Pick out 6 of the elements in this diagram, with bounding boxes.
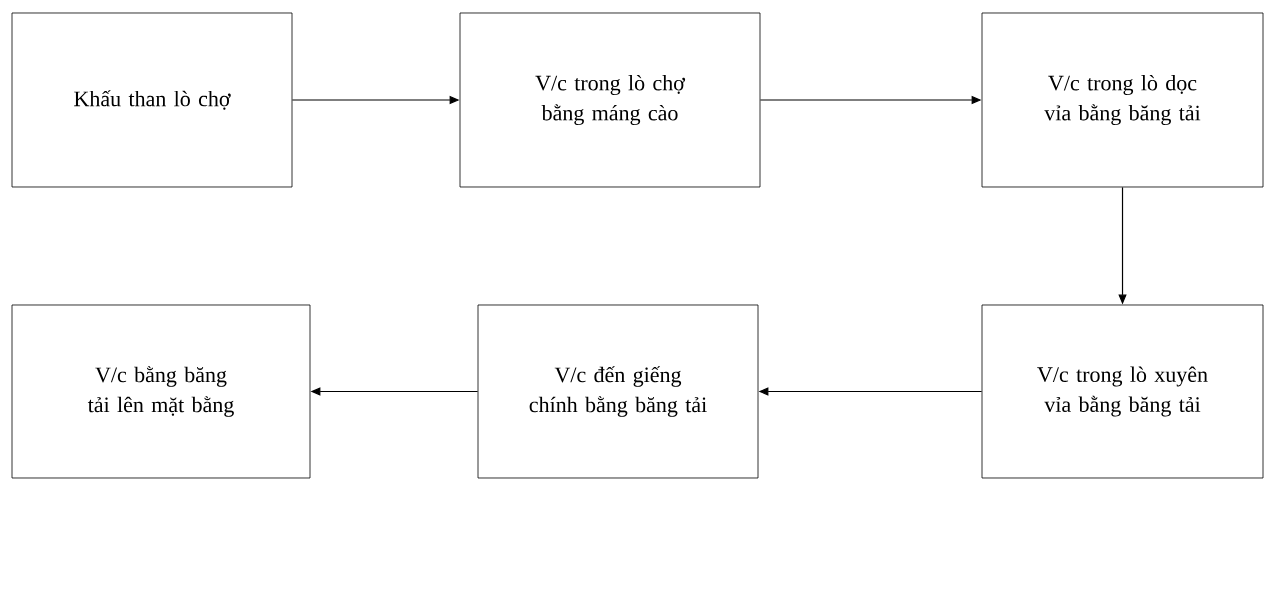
process-box: V/c bằng băng tải lên mặt bằng [11,304,311,479]
process-box: V/c trong lò chợ bằng máng cào [459,12,761,188]
process-box: V/c trong lò dọc vỉa bằng băng tải [981,12,1264,188]
process-box: Khấu than lò chợ [11,12,293,188]
process-box: V/c trong lò xuyên vỉa bằng băng tải [981,304,1264,479]
process-box: V/c đến giếng chính bằng băng tải [477,304,759,479]
